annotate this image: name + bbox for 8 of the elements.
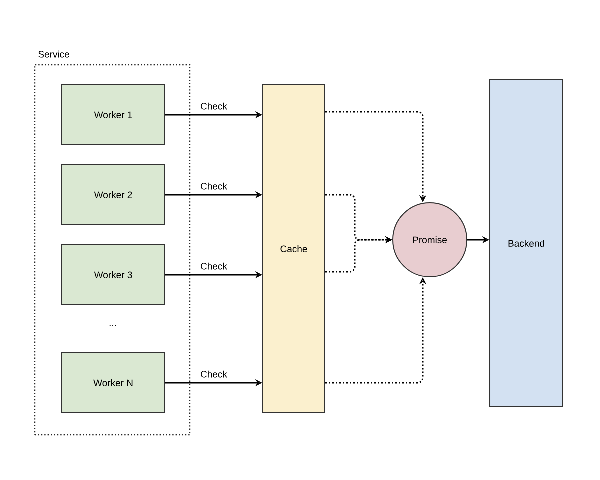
worker-box: Worker 2 <box>62 164 166 226</box>
worker-box: Worker 1 <box>62 84 166 146</box>
backend-box: Backend <box>490 80 564 408</box>
cache-box: Cache <box>262 84 326 414</box>
worker-box: Worker N <box>62 352 166 414</box>
ellipsis-text: ... <box>110 326 116 327</box>
node-label: Service <box>38 50 70 58</box>
worker-box: Worker 3 <box>62 244 166 306</box>
